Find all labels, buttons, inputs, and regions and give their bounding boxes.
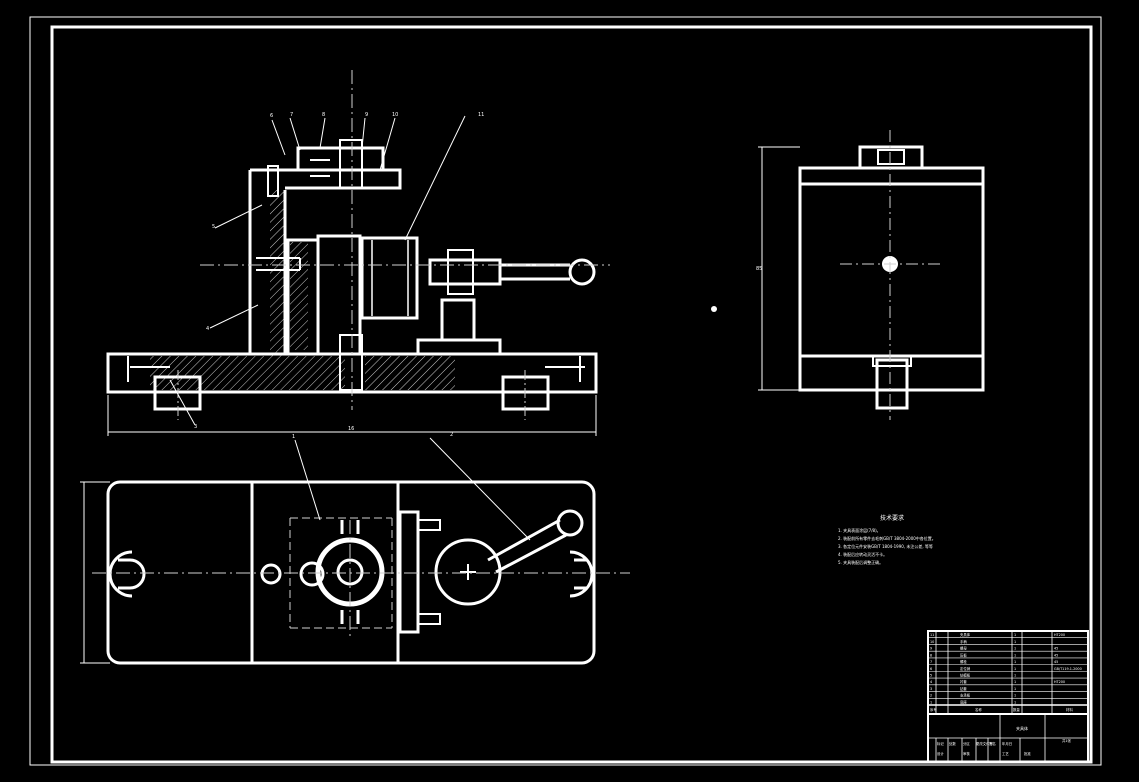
parts-cell: 10 (930, 640, 934, 644)
parts-cell: 底座 (960, 699, 967, 704)
parts-cell: 45 (1054, 653, 1058, 657)
parts-cell: 1 (1014, 694, 1016, 698)
parts-cell: 45 (1054, 660, 1058, 664)
parts-cell: 钻模板 (960, 672, 971, 677)
parts-cell: 1 (930, 700, 932, 704)
parts-cell: 夹具体 (960, 632, 971, 637)
approval-cell: 批准 (1024, 751, 1031, 756)
parts-cell: HT200 (1054, 633, 1065, 637)
parts-header-material: 材料 (1066, 707, 1073, 712)
front-view-labels: 6 7 8 9 10 11 5 4 3 16 (194, 112, 484, 432)
tech-req-line: 1. 夹具表面涂层(7/8)。 (838, 527, 881, 533)
parts-cell: 1 (1014, 673, 1016, 677)
title-block-text: 序号 名称 数量 材料 夹具体 共1张 标记 处数 分区 更改文件号 签名 年月… (930, 707, 1073, 756)
leader-label: 3 (194, 424, 197, 430)
plan-view-labels: 1 2 (292, 432, 453, 440)
parts-cell: 6 (930, 667, 932, 671)
parts-cell: 9 (930, 647, 932, 651)
leader-label: 7 (290, 112, 293, 118)
parts-header-name: 名称 (975, 707, 982, 712)
parts-cell: 1 (1014, 687, 1016, 691)
parts-cell: 衬套 (960, 679, 967, 684)
side-view (711, 130, 985, 420)
parts-cell: 7 (930, 660, 932, 664)
tech-req-line: 3. 各定位元件安装GB/T 1804-1990, 未注公差, 等等 (838, 543, 933, 549)
plan-view (80, 437, 630, 665)
side-height-dimension: 85 (756, 266, 762, 272)
sheet-note: 共1张 (1062, 738, 1072, 743)
tech-req-title: 技术要求 (880, 514, 904, 522)
parts-cell: 1 (1014, 633, 1016, 637)
tech-req-line: 5. 夹具装配后调整正确。 (838, 559, 883, 565)
parts-cell: 2 (930, 694, 932, 698)
leader-label: 6 (270, 113, 273, 119)
parts-cell: 压板 (960, 652, 967, 657)
technical-requirements: 技术要求 1. 夹具表面涂层(7/8)。 2. 装配前所有零件去毛刺GB/T 3… (838, 514, 936, 565)
revision-cell: 更改文件号 (976, 741, 994, 746)
parts-cell: 11 (930, 633, 934, 637)
front-section-view (106, 70, 610, 436)
overall-dimension: 16 (348, 426, 354, 432)
leader-label: 2 (450, 432, 453, 438)
parts-cell: 钻套 (960, 686, 967, 691)
revision-cell: 分区 (963, 741, 970, 746)
parts-cell: 1 (1014, 680, 1016, 684)
parts-cell: 3 (930, 687, 932, 691)
parts-cell: 1 (1014, 667, 1016, 671)
tech-req-line: 2. 装配前所有零件去毛刺GB/T 3804-2000中各位置。 (838, 535, 936, 541)
parts-cell: 定位销 (960, 666, 971, 671)
leader-label: 4 (206, 326, 209, 332)
revision-cell: 年月日 (1002, 741, 1012, 746)
tech-req-line: 4. 装配后应转动灵活不卡。 (838, 551, 887, 557)
approval-cell: 审核 (963, 751, 970, 756)
approval-cell: 工艺 (1002, 751, 1009, 756)
leader-label: 1 (292, 434, 295, 440)
revision-cell: 标记 (937, 741, 944, 746)
parts-cell: HT200 (1054, 680, 1065, 684)
parts-header-qty: 数量 (1013, 707, 1020, 712)
leader-label: 5 (212, 224, 215, 230)
parts-cell: 螺母 (960, 646, 967, 651)
revision-cell: 处数 (949, 741, 956, 746)
parts-cell: 1 (1014, 640, 1016, 644)
leader-label: 8 (322, 112, 325, 118)
parts-cell: GB/T119.1-2000 (1054, 667, 1082, 671)
parts-cell: 4 (930, 680, 932, 684)
parts-cell: 8 (930, 653, 932, 657)
parts-cell: 5 (930, 673, 932, 677)
revision-cell: 签名 (989, 741, 996, 746)
parts-cell: 支承板 (960, 693, 971, 698)
parts-cell: 1 (1014, 653, 1016, 657)
leader-label: 9 (365, 112, 368, 118)
parts-cell: 螺栓 (960, 659, 967, 664)
drawing-name: 夹具体 (1016, 725, 1028, 731)
leader-label: 10 (392, 112, 398, 118)
parts-cell: 1 (1014, 660, 1016, 664)
parts-header-index: 序号 (930, 707, 937, 712)
parts-cell: 1 (1014, 700, 1016, 704)
sheet-border (29, 16, 1102, 766)
approval-cell: 设计 (937, 751, 944, 756)
parts-cell: 1 (1014, 647, 1016, 651)
parts-cell: 45 (1054, 647, 1058, 651)
parts-cell: 手柄 (960, 639, 967, 644)
leader-label: 11 (478, 112, 484, 118)
